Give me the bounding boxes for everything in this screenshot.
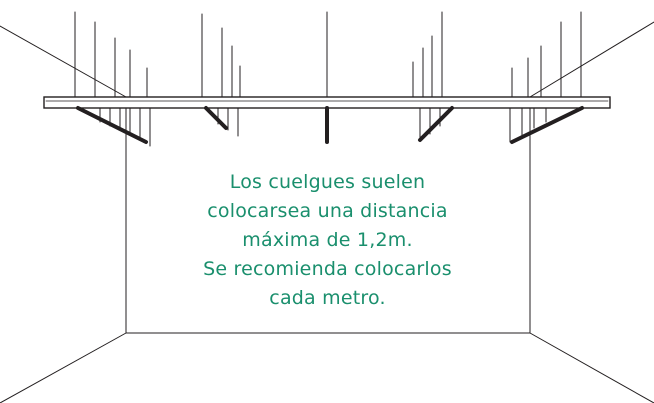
note-line-2: colocarsea una distancia xyxy=(207,200,448,222)
hanger-rods-bottom xyxy=(99,107,547,147)
hanger-rods-top xyxy=(74,11,582,98)
carrier-channel-2 xyxy=(204,106,228,130)
room-edge-top-right xyxy=(529,21,654,98)
carrier-channel-5 xyxy=(510,106,584,144)
note-line-3: máxima de 1,2m. xyxy=(242,229,413,251)
note-line-1: Los cuelgues suelen xyxy=(229,171,426,193)
carrier-channel-1 xyxy=(76,106,148,144)
room-edge-bottom-left xyxy=(0,332,127,403)
note-line-5: cada metro. xyxy=(269,287,386,309)
room-edge-top-left xyxy=(0,25,127,98)
carrier-channels xyxy=(76,106,584,144)
hanger-spacing-note: Los cuelgues suelen colocarsea una dista… xyxy=(126,168,529,313)
room-edge-bottom-right xyxy=(529,332,654,403)
note-line-4: Se recomienda colocarlos xyxy=(203,258,452,280)
carrier-channel-4 xyxy=(418,106,454,142)
